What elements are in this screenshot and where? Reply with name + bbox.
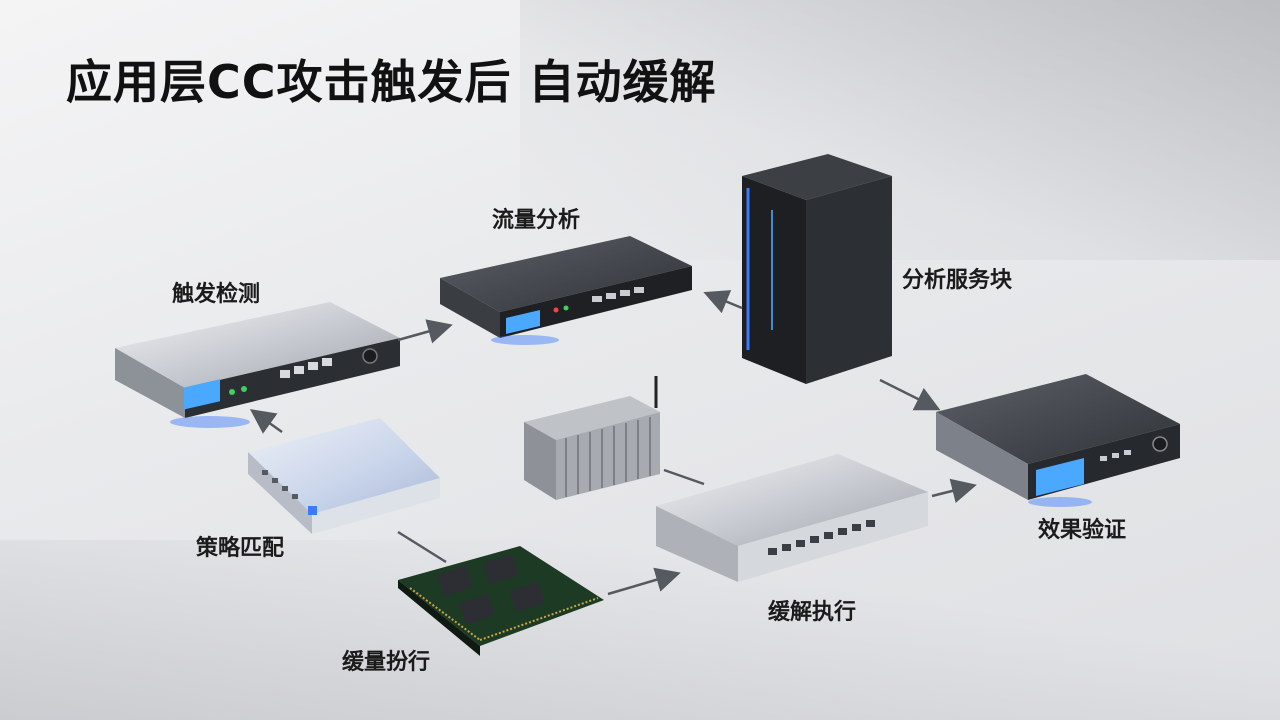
- arrow-heatsink-to-mitigate: [663, 468, 705, 486]
- arrow-mitigate-to-verify: [931, 478, 977, 503]
- flow-arrows: [249, 290, 977, 596]
- node-label-trigger: 触发检测: [172, 282, 261, 307]
- verification-device: [936, 374, 1180, 507]
- node-label-server: 分析服务块: [902, 268, 1013, 293]
- trigger-detection-device: [115, 302, 400, 428]
- arrow-server-to-verify: [879, 378, 941, 411]
- node-label-policy: 策略匹配: [196, 536, 285, 561]
- policy-matching-device: [248, 418, 440, 534]
- traffic-analysis-device: [440, 236, 692, 345]
- node-label-traffic: 流量分析: [492, 208, 581, 233]
- arrow-policy-to-trigger: [249, 409, 283, 434]
- heatsink-device: [524, 376, 660, 500]
- mitigation-switch-device: [656, 454, 928, 582]
- circuit-board-device: [398, 546, 604, 656]
- arrow-trigger-to-traffic: [397, 319, 453, 344]
- node-label-mitigate: 缓解执行: [768, 600, 857, 625]
- analysis-server-tower: [742, 154, 892, 384]
- page-title: 应用层CC攻击触发后 自动缓解: [66, 55, 717, 109]
- arrow-policy-to-release: [397, 530, 447, 564]
- node-label-release: 缓量扮行: [342, 650, 431, 675]
- arrow-server-to-traffic: [703, 290, 743, 314]
- arrow-release-to-mitigate: [607, 567, 681, 596]
- node-label-verify: 效果验证: [1038, 518, 1127, 543]
